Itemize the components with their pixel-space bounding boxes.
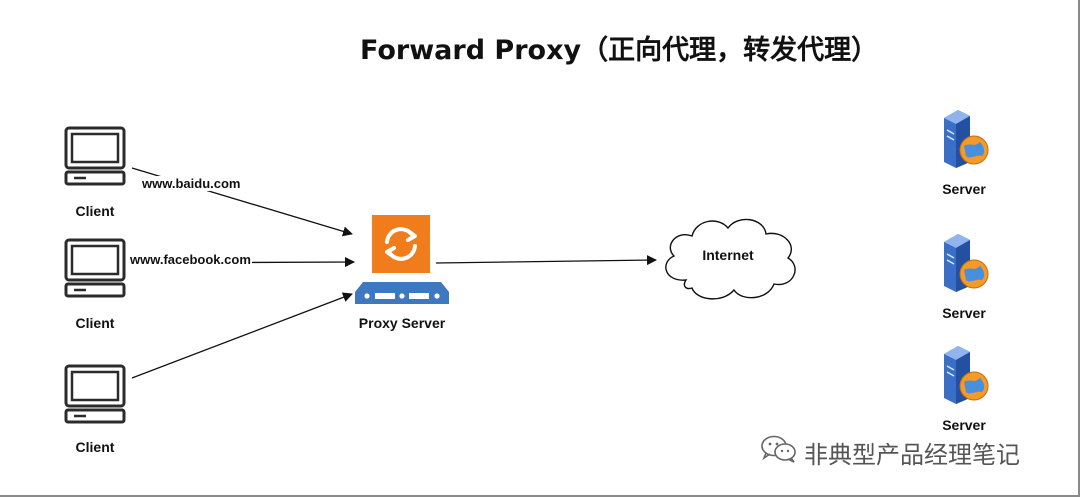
arrow-client3-to-proxy [131,292,353,379]
watermark-text: 非典型产品经理笔记 [804,440,1020,469]
server-label: Server [942,417,986,433]
server-label: Server [942,305,986,321]
web-server-icon [938,108,990,168]
client-label: Client [75,439,115,455]
wechat-icon [760,434,798,470]
request-label-facebook: www.facebook.com [129,252,252,267]
cloud-icon [656,210,804,306]
page-title: Forward Proxy（正向代理，转发代理） [360,35,879,66]
arrow-proxy-to-internet [435,255,657,266]
request-label-baidu: www.baidu.com [141,176,242,191]
proxy-sync-icon [372,215,430,273]
computer-icon [64,364,126,424]
server-rack-icon [355,282,449,304]
web-server-icon [938,232,990,292]
server-label: Server [942,181,986,197]
internet-label: Internet [702,247,754,263]
web-server-icon [938,344,990,404]
client-label: Client [75,203,115,219]
client-label: Client [75,315,115,331]
watermark: 非典型产品经理笔记 [760,434,1020,470]
proxy-server-label: Proxy Server [358,315,446,331]
computer-icon [64,126,126,186]
computer-icon [64,238,126,298]
